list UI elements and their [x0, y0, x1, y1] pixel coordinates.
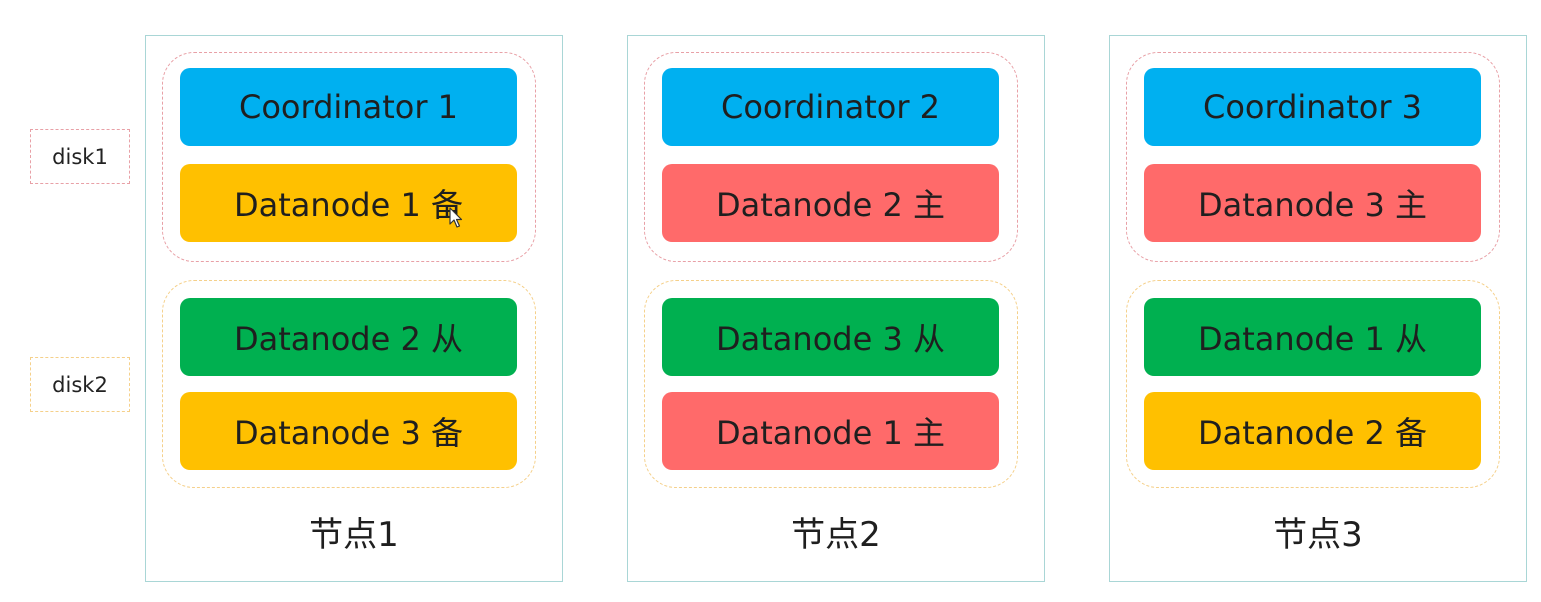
datanode-2-secondary-box[interactable]: Datanode 2 从	[180, 298, 517, 376]
coordinator-1-box[interactable]: Coordinator 1	[180, 68, 517, 146]
node-2-disk2-group: Datanode 3 从 Datanode 1 主	[644, 280, 1018, 488]
datanode-3-primary-box[interactable]: Datanode 3 主	[1144, 164, 1481, 242]
disk1-label: disk1	[30, 129, 130, 184]
datanode-1-standby-box[interactable]: Datanode 1 备	[180, 164, 517, 242]
coordinator-2-box[interactable]: Coordinator 2	[662, 68, 999, 146]
node-1-disk1-group: Coordinator 1 Datanode 1 备	[162, 52, 536, 262]
mouse-cursor-icon	[449, 207, 463, 228]
coordinator-3-box[interactable]: Coordinator 3	[1144, 68, 1481, 146]
datanode-3-secondary-box[interactable]: Datanode 3 从	[662, 298, 999, 376]
node-2-panel: Coordinator 2 Datanode 2 主 Datanode 3 从 …	[627, 35, 1045, 582]
node-3-panel: Coordinator 3 Datanode 3 主 Datanode 1 从 …	[1109, 35, 1527, 582]
disk2-label: disk2	[30, 357, 130, 412]
node-2-label: 节点2	[791, 514, 881, 555]
node-2-disk1-group: Coordinator 2 Datanode 2 主	[644, 52, 1018, 262]
datanode-2-primary-box[interactable]: Datanode 2 主	[662, 164, 999, 242]
datanode-1-primary-box[interactable]: Datanode 1 主	[662, 392, 999, 470]
node-1-disk2-group: Datanode 2 从 Datanode 3 备	[162, 280, 536, 488]
datanode-1-secondary-box[interactable]: Datanode 1 从	[1144, 298, 1481, 376]
node-1-panel: Coordinator 1 Datanode 1 备 Datanode 2 从 …	[145, 35, 563, 582]
node-3-disk2-group: Datanode 1 从 Datanode 2 备	[1126, 280, 1500, 488]
node-3-label: 节点3	[1273, 514, 1363, 555]
datanode-3-standby-box[interactable]: Datanode 3 备	[180, 392, 517, 470]
node-3-disk1-group: Coordinator 3 Datanode 3 主	[1126, 52, 1500, 262]
node-1-label: 节点1	[309, 514, 399, 555]
datanode-2-standby-box[interactable]: Datanode 2 备	[1144, 392, 1481, 470]
